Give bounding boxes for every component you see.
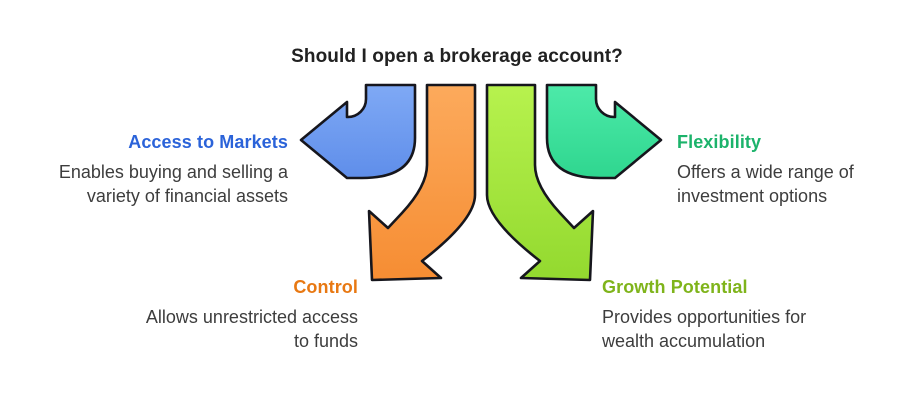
branch-label-access-to-markets: Access to Markets <box>128 132 288 152</box>
arrow-growth-potential <box>485 83 595 282</box>
branch-control: Control Allows unrestricted access to fu… <box>58 276 358 353</box>
branch-growth-potential: Growth Potential Provides opportunities … <box>602 276 862 353</box>
branch-description-access-to-markets: Enables buying and selling a variety of … <box>58 162 288 206</box>
branch-access-to-markets: Access to Markets Enables buying and sel… <box>0 131 288 208</box>
diagram-title: Should I open a brokerage account? <box>291 46 623 67</box>
branch-label-growth-potential: Growth Potential <box>602 277 748 297</box>
branch-flexibility: Flexibility Offers a wide range of inves… <box>677 131 907 208</box>
arrow-flexibility <box>545 83 663 180</box>
arrow-access-to-markets <box>299 83 417 180</box>
branch-label-flexibility: Flexibility <box>677 132 762 152</box>
branch-description-control: Allows unrestricted access to funds <box>145 307 358 351</box>
branch-label-control: Control <box>293 277 358 297</box>
branch-description-growth-potential: Provides opportunities for wealth accumu… <box>602 307 807 351</box>
arrow-control <box>367 83 477 282</box>
branch-description-flexibility: Offers a wide range of investment option… <box>677 162 854 206</box>
